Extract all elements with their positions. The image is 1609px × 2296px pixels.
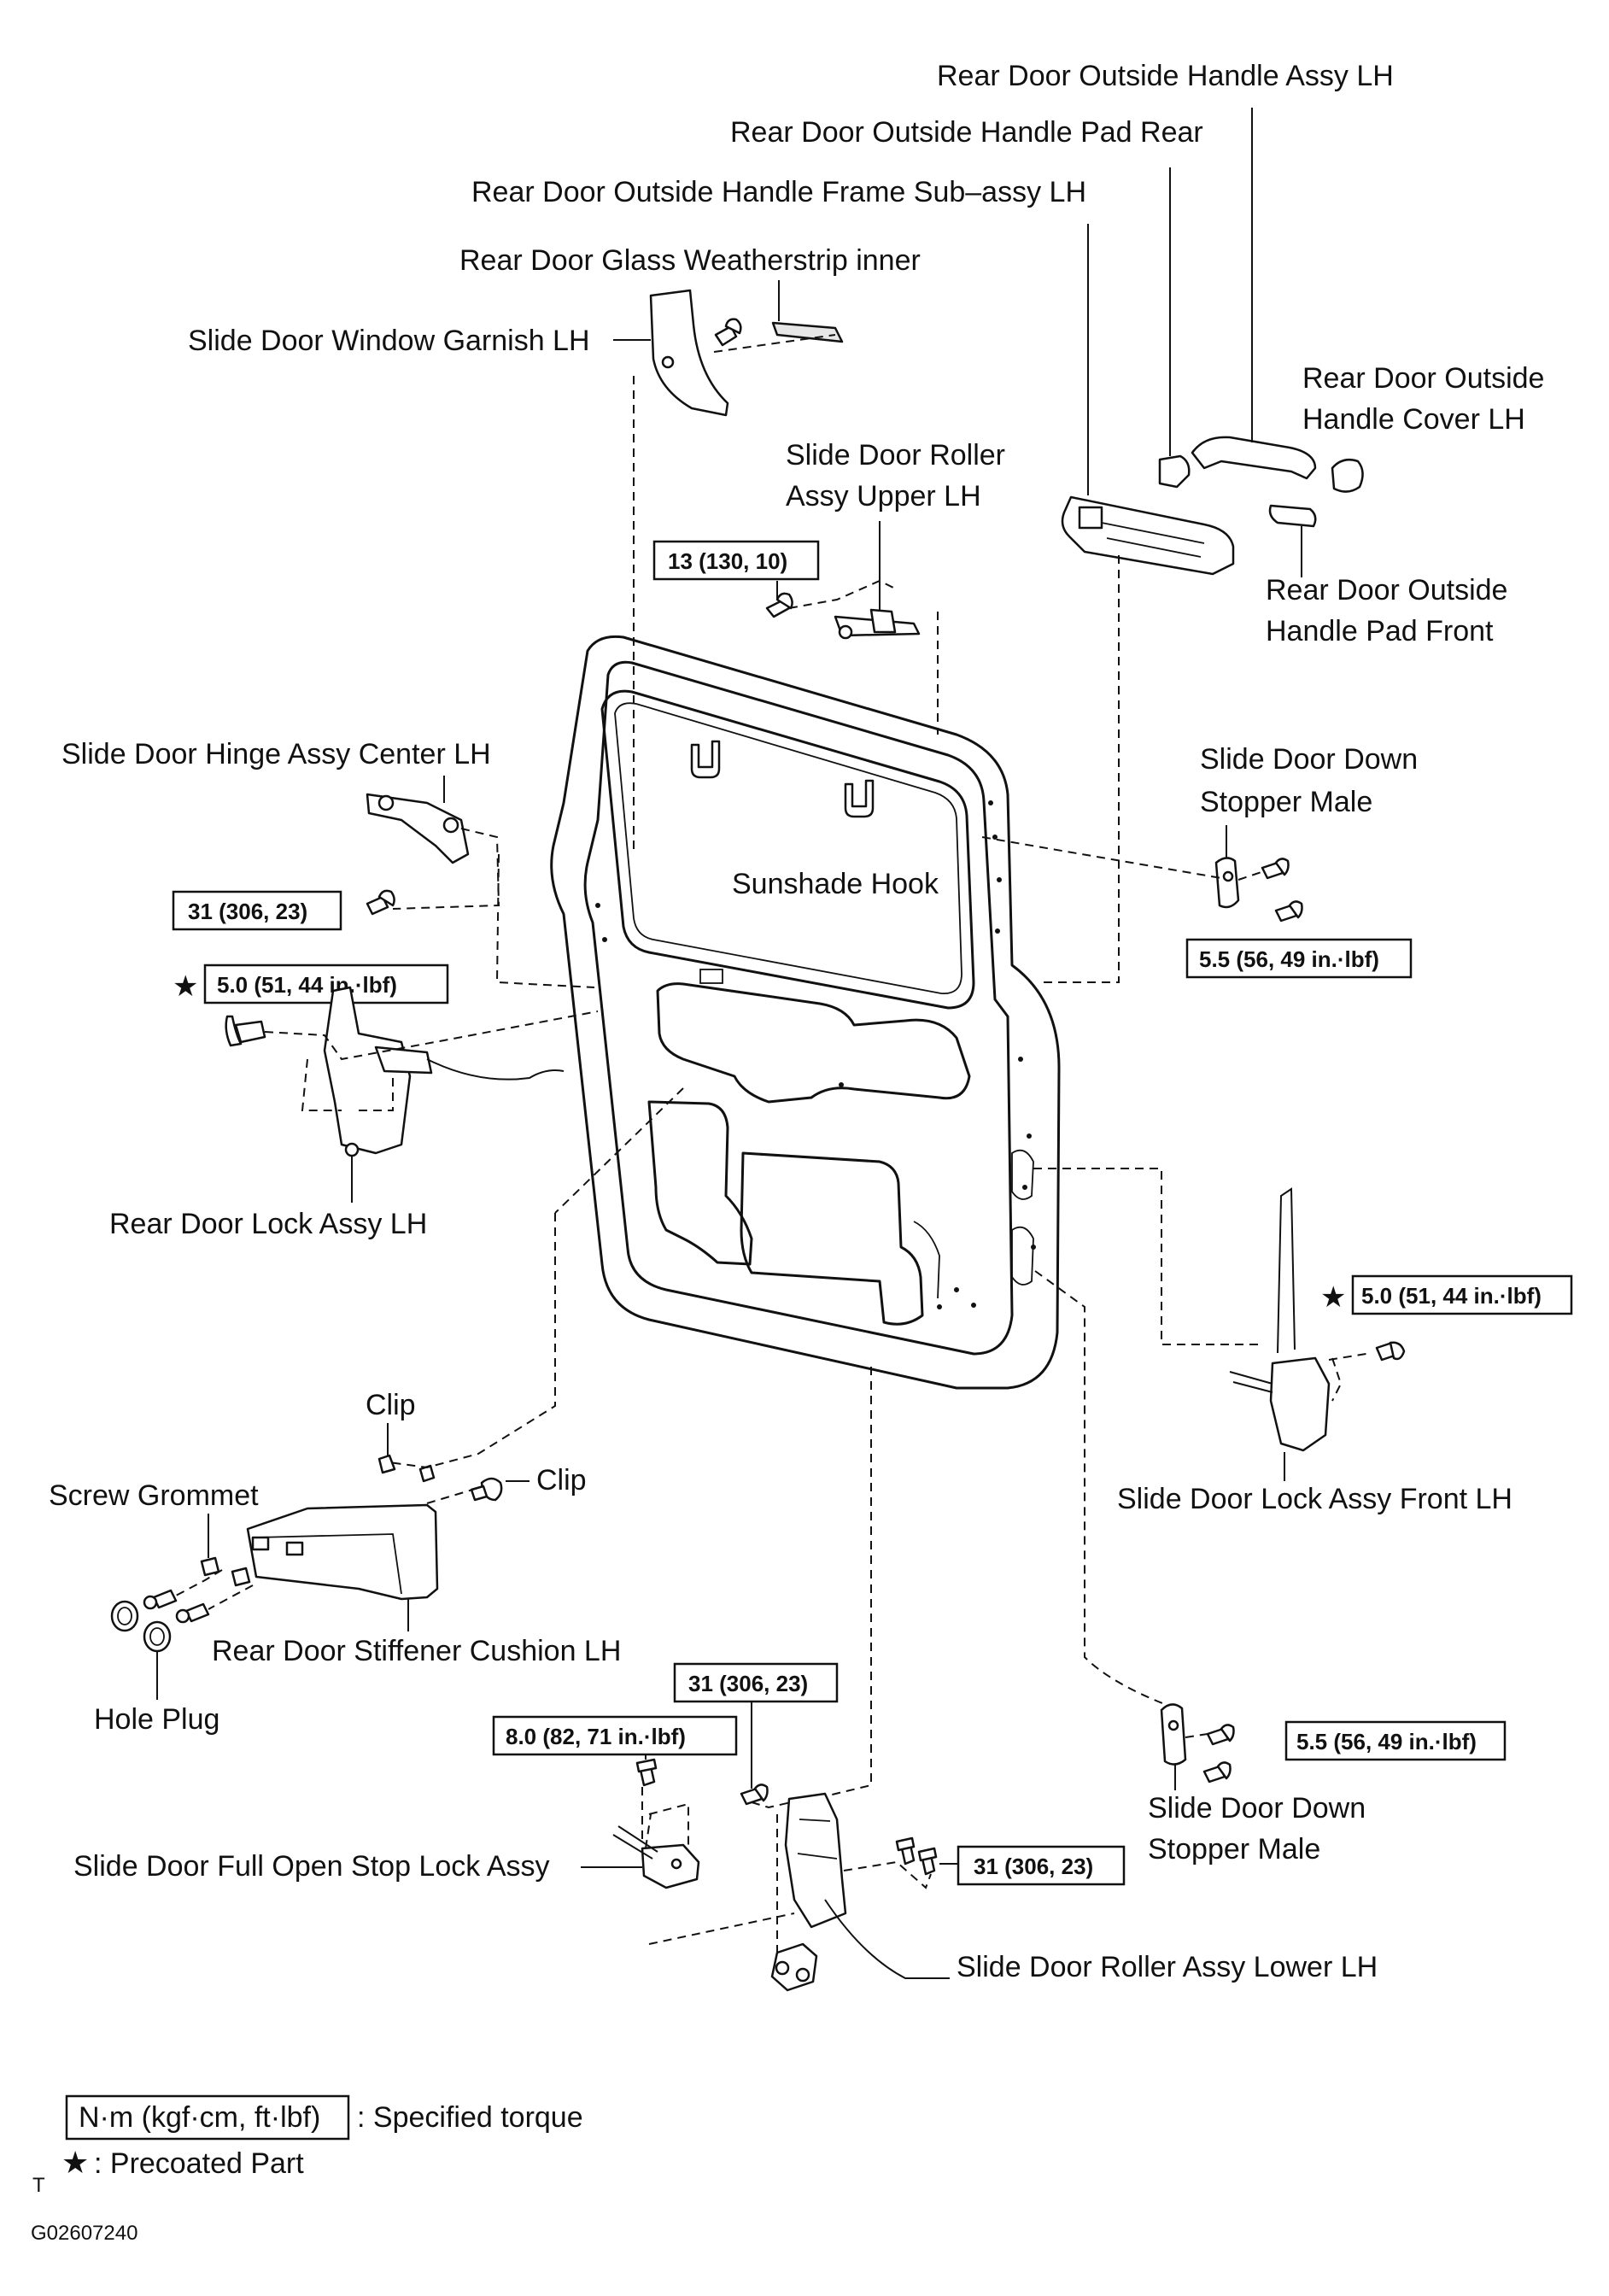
label-lock-front: Slide Door Lock Assy Front LH	[1117, 1483, 1512, 1515]
svg-text:31 (306, 23): 31 (306, 23)	[974, 1854, 1093, 1879]
label-sunshade-hook: Sunshade Hook	[732, 868, 939, 900]
legend-torque-desc: : Specified torque	[357, 2101, 583, 2134]
torque-box-roller-lower-upper-bolt: 31 (306, 23)	[673, 1662, 839, 1703]
lock-front-screw	[1375, 1341, 1406, 1362]
sunshade-hook-left	[690, 740, 721, 779]
slide-door-panel	[550, 635, 1061, 1390]
screw-grommet-part-1	[200, 1514, 220, 1577]
legend-precoated-desc: : Precoated Part	[94, 2147, 304, 2180]
precoated-star-rear-lock: ★	[173, 970, 198, 1003]
torque-box-roller-upper: 13 (130, 10)	[652, 540, 820, 581]
exploded-lines	[175, 334, 1372, 1953]
down-stopper-bottom-bolt-1	[1206, 1724, 1235, 1746]
torque-box-full-open-stop: 8.0 (82, 71 in.·lbf)	[492, 1715, 738, 1756]
label-down-stopper-bottom-line1: Slide Door Down	[1148, 1792, 1366, 1824]
hole-plug-part-1	[110, 1600, 139, 1632]
label-roller-upper-line1: Slide Door Roller	[786, 439, 1005, 472]
label-outside-handle-assy: Rear Door Outside Handle Assy LH	[937, 60, 1394, 92]
label-roller-lower: Slide Door Roller Assy Lower LH	[957, 1951, 1378, 1983]
torque-box-hinge-center: 31 (306, 23)	[172, 890, 342, 931]
label-rear-lock: Rear Door Lock Assy LH	[109, 1208, 427, 1240]
svg-text:13 (130, 10): 13 (130, 10)	[668, 548, 787, 574]
garnish-screw	[714, 318, 742, 347]
glass-weatherstrip-part	[771, 280, 844, 343]
down-stopper-bottom-bolt-2	[1202, 1761, 1232, 1784]
figure-code: G02607240	[31, 2222, 137, 2245]
down-stopper-top-part	[1214, 825, 1240, 909]
rear-lock-part	[323, 986, 565, 1203]
lock-front-part	[1229, 1187, 1331, 1481]
svg-text:5.5 (56, 49 in.·lbf): 5.5 (56, 49 in.·lbf)	[1199, 946, 1379, 972]
torque-box-down-stopper-bottom: 5.5 (56, 49 in.·lbf)	[1284, 1720, 1507, 1761]
legend: N·m (kgf·cm, ft·lbf) : Specified torque …	[31, 2094, 583, 2245]
cushion-screw-2	[175, 1602, 210, 1624]
svg-text:31 (306, 23): 31 (306, 23)	[188, 899, 307, 924]
label-roller-upper-line2: Assy Upper LH	[786, 480, 981, 512]
label-down-stopper-top-line2: Stopper Male	[1200, 786, 1372, 818]
legend-star-icon: ★	[61, 2145, 89, 2180]
svg-text:8.0 (82, 71 in.·lbf): 8.0 (82, 71 in.·lbf)	[506, 1724, 686, 1749]
stiffener-cushion-part	[246, 1503, 439, 1631]
label-full-open-stop: Slide Door Full Open Stop Lock Assy	[73, 1850, 550, 1883]
cushion-screw-1	[143, 1589, 178, 1610]
label-window-garnish: Slide Door Window Garnish LH	[188, 325, 590, 357]
full-open-stop-bolt	[635, 1754, 658, 1787]
clip-top-part	[377, 1423, 396, 1474]
handle-frame-part	[1061, 224, 1235, 576]
svg-text:31 (306, 23): 31 (306, 23)	[688, 1671, 808, 1696]
label-handle-cover-line1: Rear Door Outside	[1302, 362, 1544, 395]
sunshade-hook-right	[844, 779, 875, 818]
legend-torque-unit: N·m (kgf·cm, ft·lbf)	[79, 2101, 320, 2134]
handle-pad-rear-part	[1158, 167, 1191, 489]
down-stopper-top-bolt-1	[1261, 858, 1290, 880]
down-stopper-bottom-part	[1160, 1703, 1187, 1790]
handle-cover-part	[1331, 459, 1364, 493]
svg-text:5.0 (51, 44 in.·lbf): 5.0 (51, 44 in.·lbf)	[1361, 1283, 1542, 1309]
roller-lower-part	[770, 1792, 950, 1992]
torque-box-roller-lower-side-bolt: 31 (306, 23)	[957, 1845, 1126, 1886]
label-handle-cover-line2: Handle Cover LH	[1302, 403, 1525, 436]
rear-lock-screw	[225, 1015, 266, 1047]
label-hole-plug: Hole Plug	[94, 1703, 219, 1736]
svg-text:5.0 (51, 44 in.·lbf): 5.0 (51, 44 in.·lbf)	[217, 972, 397, 998]
roller-lower-upper-bolt	[740, 1702, 769, 1806]
svg-text:5.5 (56, 49 in.·lbf): 5.5 (56, 49 in.·lbf)	[1296, 1729, 1477, 1754]
label-handle-pad-rear: Rear Door Outside Handle Pad Rear	[730, 116, 1203, 149]
handle-pad-front-part	[1268, 504, 1317, 577]
label-handle-frame: Rear Door Outside Handle Frame Sub–assy …	[471, 176, 1086, 208]
torque-box-rear-lock: ★ 5.0 (51, 44 in.·lbf)	[173, 964, 449, 1004]
screw-grommet-part-2	[231, 1567, 251, 1587]
hole-plug-part-2	[143, 1620, 172, 1700]
precoated-star-lock-front: ★	[1320, 1281, 1346, 1314]
down-stopper-top-bolt-2	[1274, 900, 1303, 922]
label-handle-pad-front-line1: Rear Door Outside	[1266, 574, 1507, 606]
window-garnish-part	[613, 289, 729, 417]
label-handle-pad-front-line2: Handle Pad Front	[1266, 615, 1494, 647]
torque-box-down-stopper-top: 5.5 (56, 49 in.·lbf)	[1185, 938, 1413, 979]
legend-marker: T	[32, 2174, 45, 2197]
label-clip-top: Clip	[366, 1389, 416, 1421]
outside-handle-part	[1191, 108, 1317, 480]
label-down-stopper-bottom-line2: Stopper Male	[1148, 1833, 1320, 1866]
clip-right-part	[470, 1477, 530, 1502]
hinge-center-part	[366, 776, 470, 864]
label-hinge-center: Slide Door Hinge Assy Center LH	[61, 738, 491, 770]
hinge-center-bolt	[366, 889, 395, 916]
roller-upper-bolt	[765, 581, 793, 618]
label-screw-grommet: Screw Grommet	[49, 1479, 259, 1512]
full-open-stop-part	[581, 1825, 700, 1889]
roller-lower-side-bolt-1	[895, 1836, 916, 1866]
label-stiffener-cushion: Rear Door Stiffener Cushion LH	[212, 1635, 621, 1667]
label-down-stopper-top-line1: Slide Door Down	[1200, 743, 1418, 776]
label-clip-right: Clip	[536, 1464, 587, 1496]
torque-box-lock-front: ★ 5.0 (51, 44 in.·lbf)	[1320, 1274, 1573, 1315]
label-glass-weatherstrip: Rear Door Glass Weatherstrip inner	[459, 244, 921, 277]
roller-lower-side-bolt-2	[917, 1847, 958, 1876]
roller-upper-part	[834, 521, 921, 640]
